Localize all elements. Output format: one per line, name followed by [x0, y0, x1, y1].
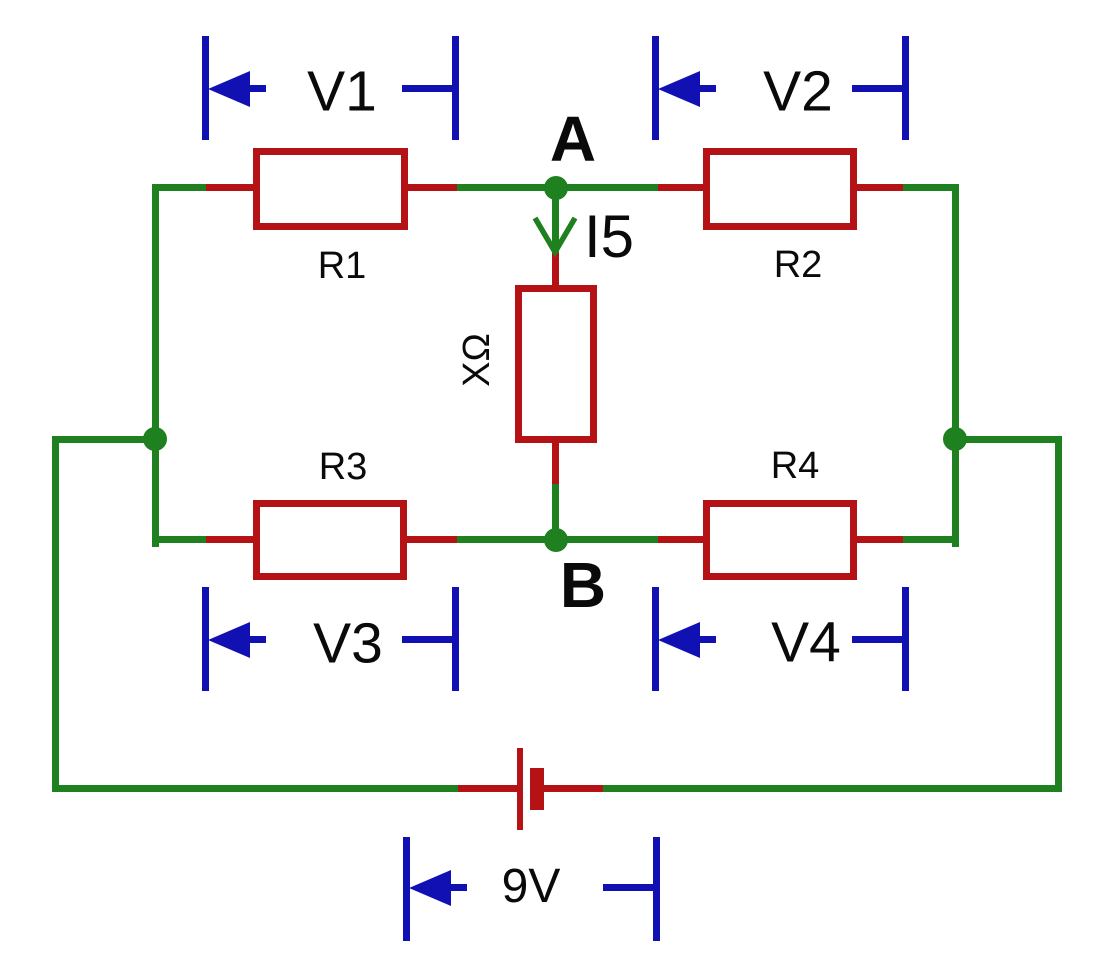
wire-left-bridge-vertical	[152, 184, 159, 547]
node-a-label: A	[549, 103, 597, 175]
resistor-r2-body	[703, 148, 857, 230]
battery-plate-long-icon	[517, 748, 523, 830]
probe-bar-right	[902, 587, 909, 691]
probe-arrow-stub	[696, 636, 716, 643]
lead-r1-right	[406, 184, 457, 191]
battery-plate-short-icon	[530, 768, 544, 810]
lead-battery-right	[542, 785, 603, 792]
probe-bar-left	[403, 837, 410, 941]
wire-right-tap	[955, 436, 1062, 443]
resistor-rx-body	[515, 285, 597, 443]
lead-rx-bottom	[552, 440, 559, 484]
lead-r2-right	[855, 184, 903, 191]
wire-bottom-outer-right	[601, 785, 1062, 792]
left-junction-dot	[143, 427, 167, 451]
probe-arrow-stub	[447, 884, 467, 891]
wire-right-outer-vertical	[1055, 436, 1062, 792]
node-a-dot	[544, 176, 568, 200]
wire-top-right	[901, 184, 959, 191]
resistor-r4-body	[703, 500, 857, 580]
current-label: I5	[583, 203, 635, 270]
resistor-r4-label: R4	[770, 445, 820, 487]
wire-left-outer-vertical	[52, 436, 59, 792]
wire-bottom-bridge-left	[152, 536, 210, 543]
probe-bar-left	[652, 587, 659, 691]
current-direction-arrow-icon	[532, 216, 578, 258]
probe-arrow-icon	[658, 622, 700, 658]
probe-bar-right	[902, 36, 909, 140]
lead-r3-left	[206, 536, 255, 543]
probe-bar-right	[452, 587, 459, 691]
node-b-label: B	[559, 549, 607, 621]
resistor-r1-label: R1	[317, 245, 367, 287]
lead-battery-left	[458, 785, 520, 792]
probe-arrow-stub	[246, 85, 266, 92]
probe-label: V4	[771, 610, 841, 675]
voltage-probe-v3: V3	[202, 587, 459, 693]
probe-arrow-icon	[208, 71, 250, 107]
probe-arrow-stub	[696, 85, 716, 92]
probe-arrow-stub	[246, 636, 266, 643]
voltage-probe-v1: V1	[202, 36, 459, 142]
node-b-dot	[544, 528, 568, 552]
probe-bar-left	[652, 36, 659, 140]
probe-bar-left	[202, 36, 209, 140]
probe-arrow-icon	[658, 71, 700, 107]
wire-middle-lower	[552, 480, 559, 542]
probe-line	[402, 85, 452, 92]
probe-line	[603, 884, 653, 891]
lead-r4-left	[658, 536, 705, 543]
right-junction-dot	[943, 427, 967, 451]
voltage-probe-v4: V4	[652, 587, 909, 693]
wire-middle-upper	[552, 188, 559, 258]
probe-line	[402, 636, 452, 643]
wire-left-tap	[52, 436, 159, 443]
probe-label: V1	[307, 59, 377, 124]
resistor-rx-label: XΩ	[456, 333, 498, 387]
resistor-r1-body	[253, 148, 408, 230]
wire-right-bridge-vertical	[952, 184, 959, 547]
probe-line	[852, 85, 902, 92]
probe-bar-right	[653, 837, 660, 941]
resistor-r2-label: R2	[773, 244, 823, 286]
probe-arrow-icon	[409, 870, 451, 906]
resistor-r3-body	[253, 500, 407, 580]
wire-top-left	[152, 184, 210, 191]
probe-label: V3	[313, 611, 383, 676]
probe-arrow-icon	[208, 622, 250, 658]
resistor-r3-label: R3	[318, 446, 368, 488]
source-voltage-probe: 9V	[403, 837, 660, 943]
probe-bar-left	[202, 587, 209, 691]
wire-bottom-bridge-right	[901, 536, 959, 543]
lead-rx-top	[552, 253, 559, 288]
source-label: 9V	[501, 860, 561, 913]
probe-bar-right	[452, 36, 459, 140]
lead-r3-right	[405, 536, 457, 543]
lead-r4-right	[855, 536, 903, 543]
lead-r2-left	[658, 184, 705, 191]
wire-bottom-outer-left	[52, 785, 459, 792]
probe-line	[852, 636, 902, 643]
lead-r1-left	[206, 184, 255, 191]
probe-label: V2	[763, 59, 833, 124]
voltage-probe-v2: V2	[652, 36, 909, 142]
